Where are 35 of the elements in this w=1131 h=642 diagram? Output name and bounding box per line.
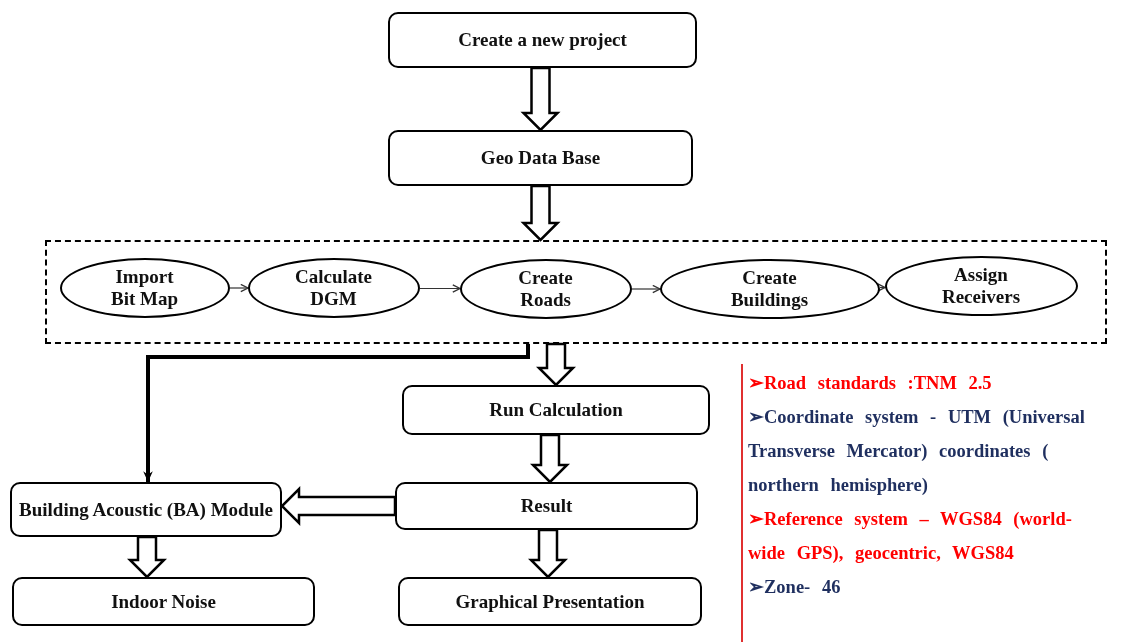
note-text: ➢Coordinate system - UTM (Universal Transverse Mercator) coordinates ( northern hemisphere)	[748, 406, 1086, 497]
process-box	[10, 482, 282, 537]
hollow-arrow	[280, 486, 397, 526]
hollow-arrow	[520, 66, 561, 132]
arrow	[229, 283, 249, 293]
node-label: Geo Data Base	[480, 147, 601, 169]
node-label: Graphical Presentation	[455, 590, 645, 613]
process-box	[398, 577, 702, 626]
hollow-arrow	[530, 433, 570, 484]
node-label: Assign Receivers	[940, 263, 1022, 308]
process-box	[388, 12, 697, 68]
arrow	[419, 284, 461, 293]
node-label: Calculate DGM	[293, 265, 373, 310]
node-label: Run Calculation	[489, 399, 623, 421]
process-box	[402, 385, 710, 435]
dashed-group-box	[45, 240, 1107, 344]
process-box	[12, 577, 315, 626]
hollow-arrow	[528, 528, 568, 579]
node-label: Indoor Noise	[111, 590, 216, 613]
hollow-arrow	[536, 342, 576, 387]
node-label: Create a new project	[458, 29, 627, 51]
arrow	[631, 284, 661, 294]
process-box	[388, 130, 693, 186]
note-text: ➢Road standards :TNM 2.5	[748, 372, 993, 395]
node-label: Result	[520, 495, 573, 517]
node-label: Building Acoustic (BA) Module	[19, 498, 273, 521]
hollow-arrow	[127, 535, 167, 579]
node-label: Import Bit Map	[110, 265, 179, 310]
node-label: Create Buildings	[729, 266, 810, 311]
process-box	[395, 482, 698, 530]
note-text: ➢Zone- 46	[748, 576, 842, 599]
arrow	[143, 344, 530, 482]
node-label: Create Roads	[517, 266, 574, 311]
note-text: ➢Reference system – WGS84 (world-wide GPS), geocentric, WGS84	[748, 508, 1073, 565]
hollow-arrow	[520, 184, 561, 242]
